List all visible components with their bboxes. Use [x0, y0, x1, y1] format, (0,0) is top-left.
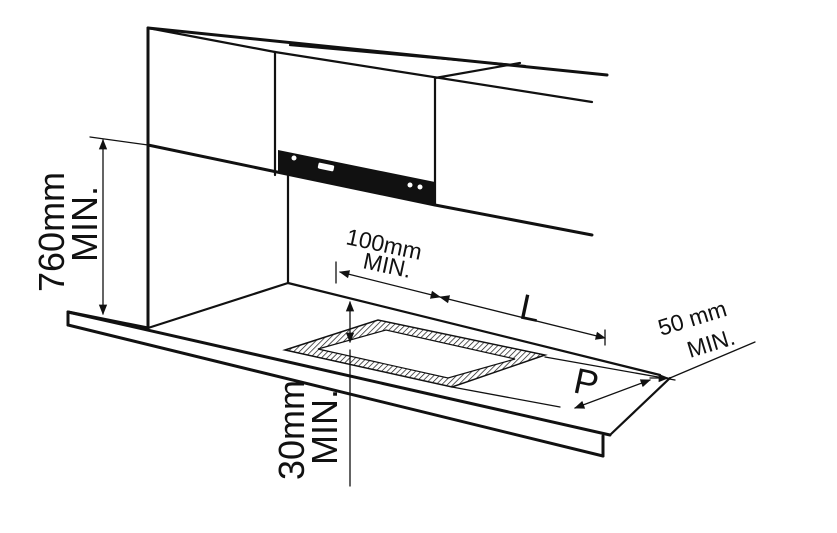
height-value-label: 760mm: [31, 172, 72, 292]
dimension-30mm: 30mm MIN.: [271, 300, 355, 487]
dimension-50mm: 50 mm MIN.: [649, 295, 756, 383]
dimension-100mm: 100mm MIN.: [335, 223, 442, 299]
height-min-label: MIN.: [64, 186, 105, 262]
dimension-p-label: P: [570, 360, 602, 405]
dimension-760mm: 760mm MIN.: [31, 136, 149, 316]
hood-light-switch: [317, 162, 335, 172]
dimension-l: L: [438, 286, 607, 346]
hob-cutout: [282, 319, 548, 388]
hood-button-icon: [407, 182, 413, 188]
wall-cabinet: [146, 26, 609, 330]
hood-button-icon: [417, 184, 423, 190]
hood-control-panel: [278, 150, 435, 205]
bottom-gap-value-label: 30mm: [271, 380, 312, 480]
bottom-gap-min-label: MIN.: [304, 389, 345, 465]
dimension-l-label: L: [516, 286, 544, 330]
hood-button-icon: [291, 155, 297, 161]
worktop: [66, 310, 672, 458]
cooker-hood: [273, 50, 437, 207]
